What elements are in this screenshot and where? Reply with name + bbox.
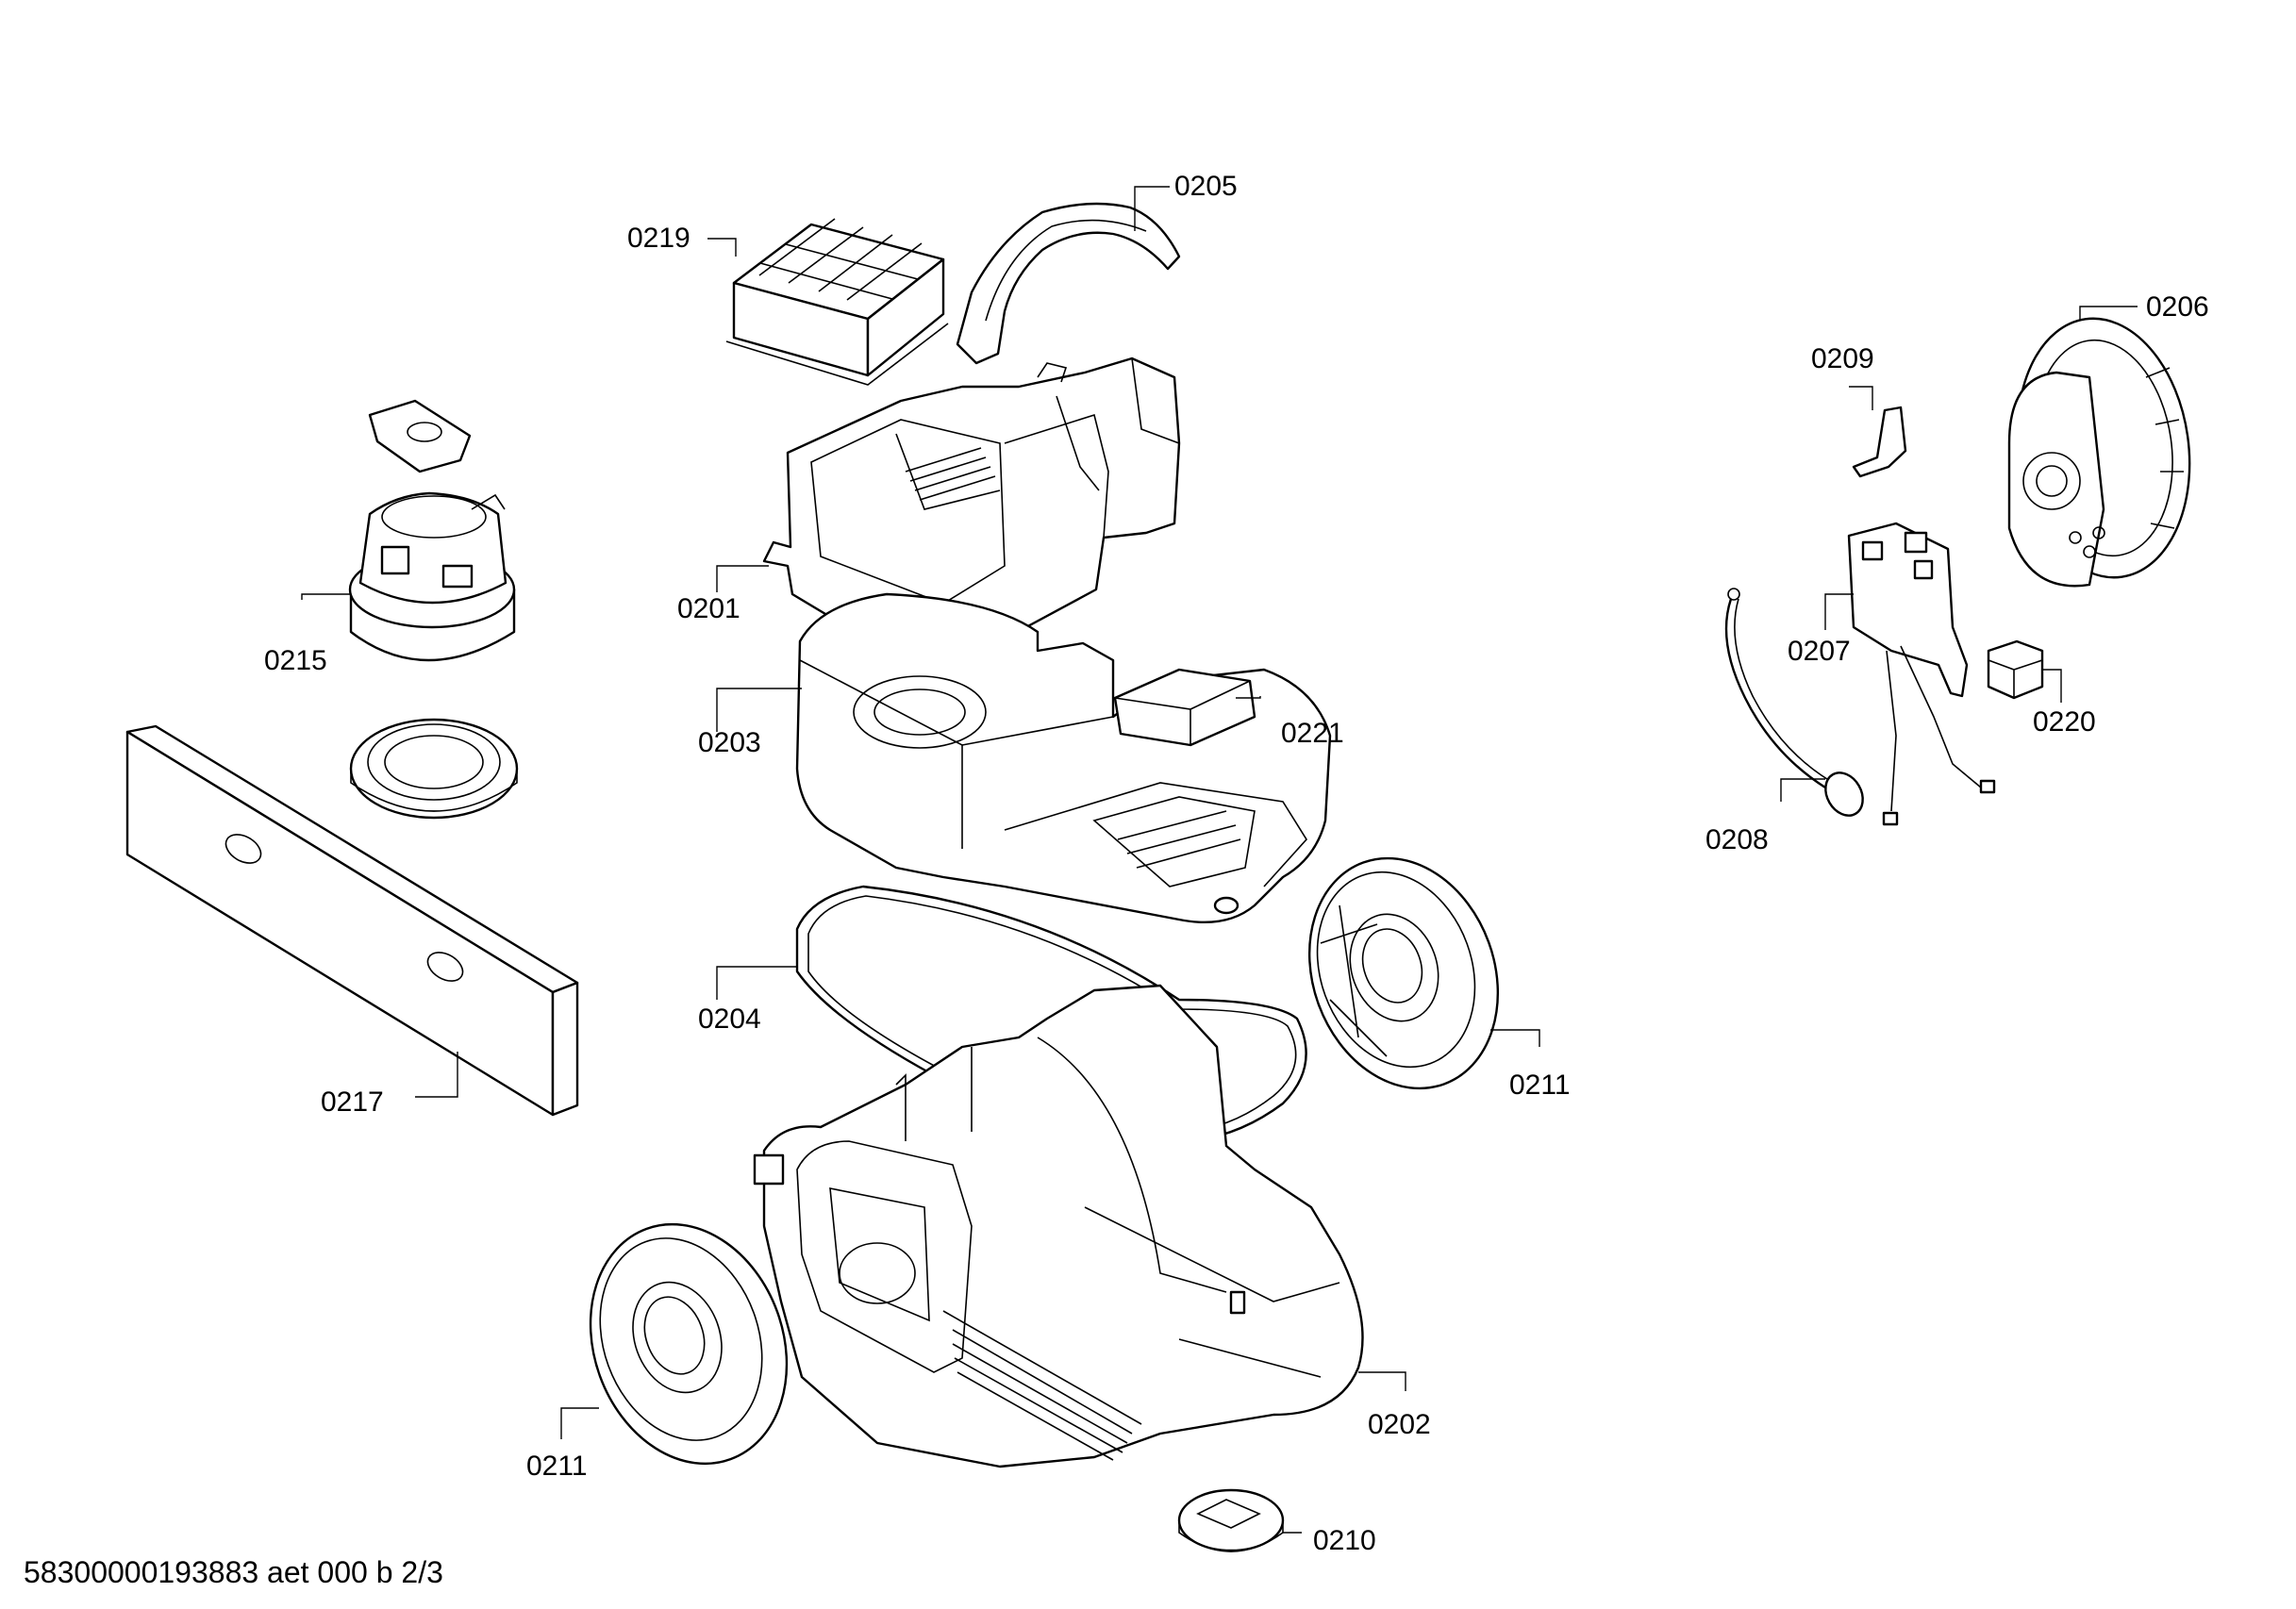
label-0203: 0203 — [698, 727, 761, 758]
part-0208-cable — [1724, 588, 1864, 817]
label-0205: 0205 — [1174, 171, 1238, 202]
part-0206-cable-reel — [2007, 317, 2191, 588]
label-0220: 0220 — [2033, 706, 2096, 738]
label-0207: 0207 — [1788, 636, 1851, 667]
label-0208: 0208 — [1705, 824, 1769, 855]
leader-lines — [301, 186, 2138, 1534]
part-0217-panel — [125, 724, 579, 1117]
part-0209-bracket — [1852, 406, 1907, 478]
part-0220-switch — [1987, 639, 2044, 700]
part-0203-middle-housing — [795, 592, 1332, 924]
label-0202: 0202 — [1368, 1409, 1431, 1440]
label-0219: 0219 — [627, 223, 690, 254]
label-0211-left: 0211 — [526, 1451, 588, 1482]
label-0201: 0201 — [677, 593, 740, 624]
part-0211-wheel-left — [589, 1222, 789, 1466]
label-0204: 0204 — [698, 1004, 761, 1035]
part-0215-motor — [348, 399, 516, 662]
document-id-footer: 58300000193883 aet 000 b 2/3 — [24, 1555, 443, 1589]
label-0206: 0206 — [2146, 291, 2209, 323]
label-0221: 0221 — [1281, 718, 1344, 749]
part-labels: 0219 0205 0201 0203 0221 0204 0215 0217 … — [264, 171, 2209, 1556]
part-0205-handle — [956, 202, 1181, 365]
part-0210-castor — [1177, 1488, 1285, 1552]
part-0221-cover-plate — [1113, 668, 1256, 747]
part-motor-seal-ring — [349, 718, 519, 820]
part-0219-filter — [725, 218, 949, 386]
part-0211-wheel-right — [1307, 856, 1500, 1090]
label-0209: 0209 — [1811, 343, 1874, 374]
label-0215: 0215 — [264, 645, 327, 676]
part-0207-control-board — [1847, 522, 1996, 826]
label-0210: 0210 — [1313, 1525, 1376, 1556]
label-0217: 0217 — [321, 1086, 384, 1118]
part-0201-upper-housing — [762, 357, 1181, 662]
label-0211-right: 0211 — [1509, 1070, 1571, 1101]
part-0202-base — [753, 984, 1364, 1468]
